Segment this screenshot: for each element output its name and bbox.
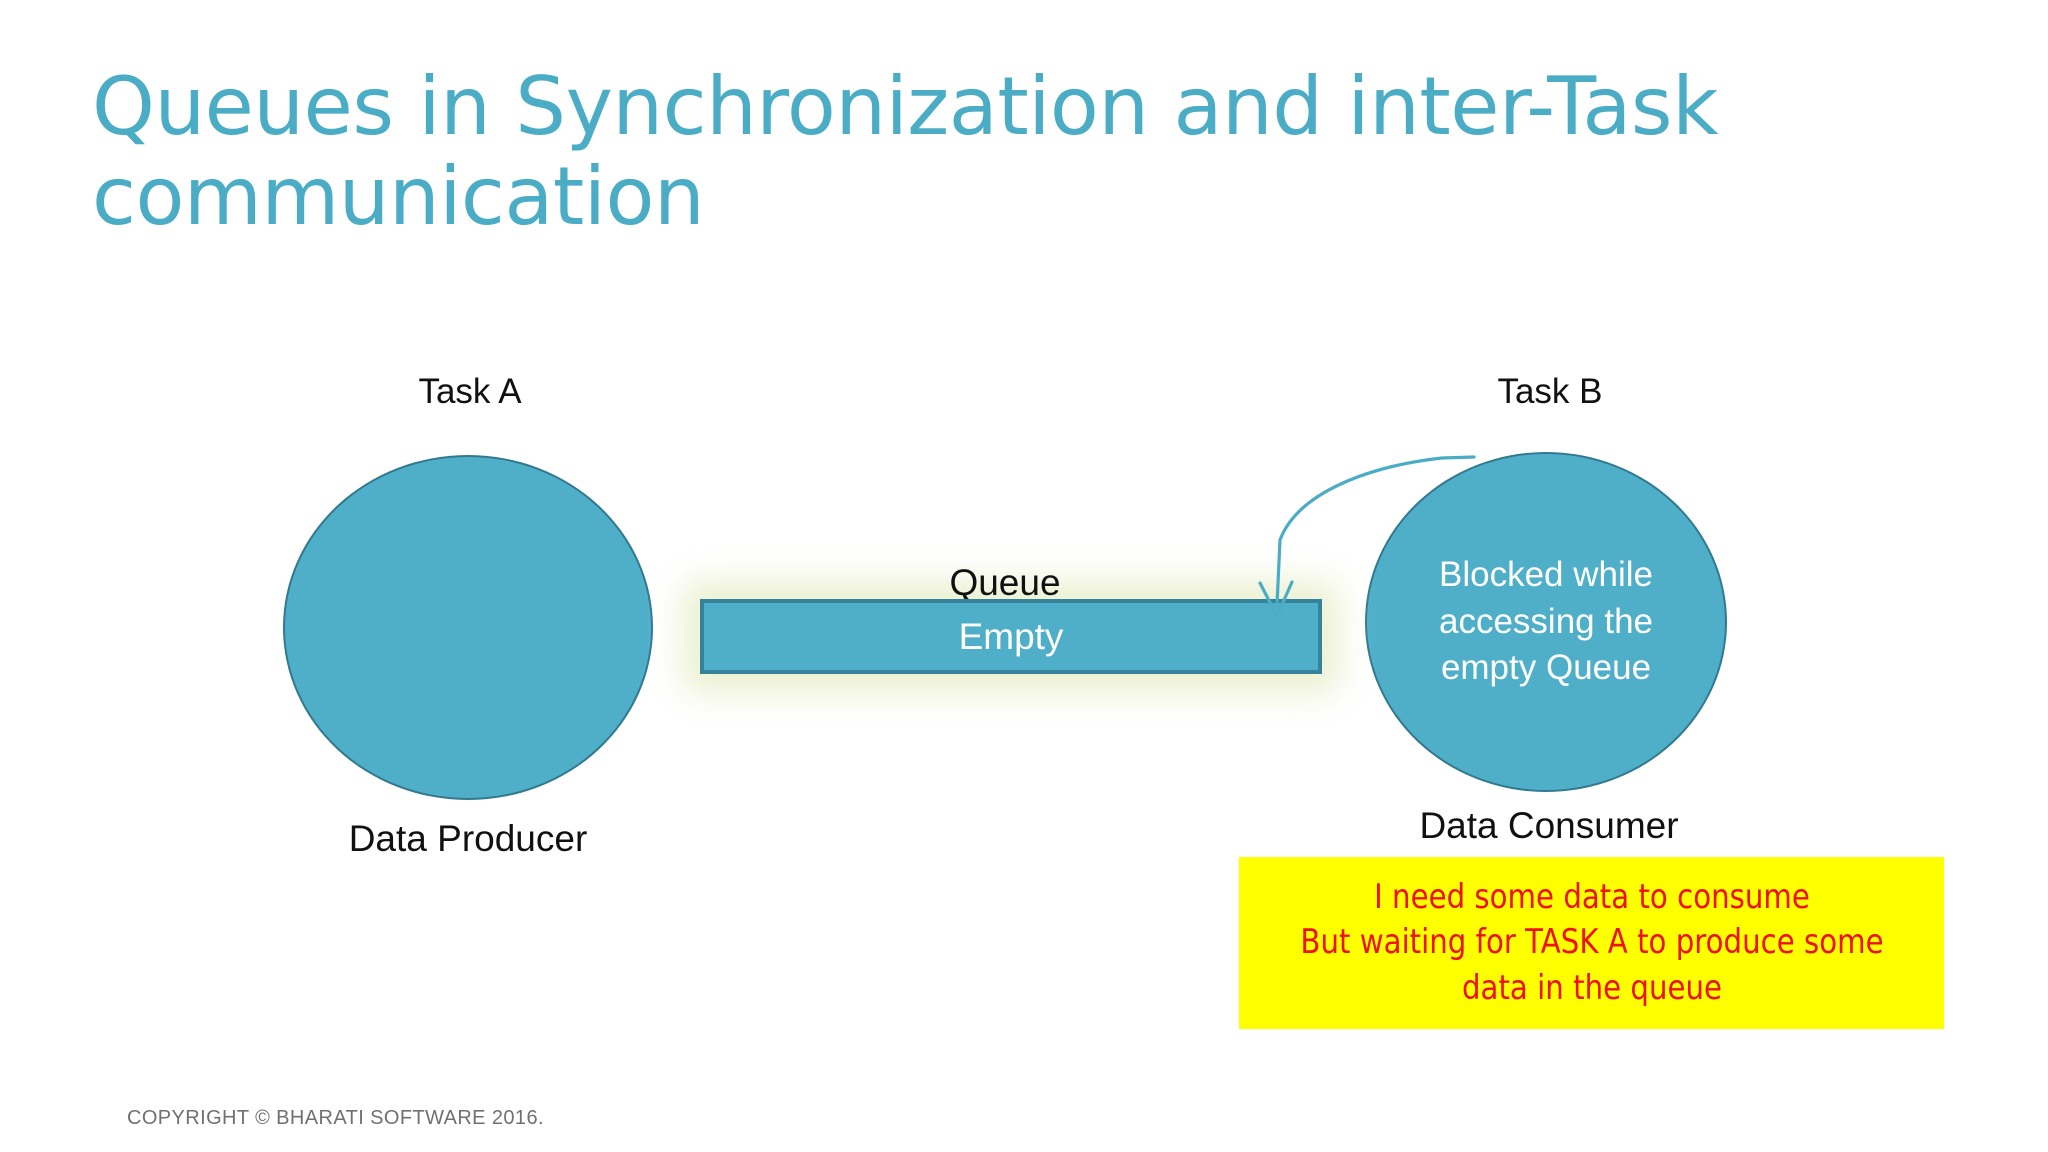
queue-state-text: Empty (958, 616, 1064, 657)
consumer-thought-callout: I need some data to consume But waiting … (1239, 857, 1944, 1029)
queue-caption: Queue (949, 562, 1061, 603)
task-a-circle (283, 455, 653, 800)
task-a-label: Task A (418, 372, 522, 411)
page-title: Queues in Synchronization and inter-Task… (92, 60, 1743, 243)
data-consumer-label: Data Consumer (1419, 805, 1679, 846)
queue-bar: Empty (700, 599, 1322, 674)
consumer-thought-text: I need some data to consume But waiting … (1299, 877, 1884, 1008)
task-b-label: Task B (1497, 372, 1603, 411)
copyright-footer: COPYRIGHT © BHARATI SOFTWARE 2016. (127, 1107, 544, 1129)
task-b-status-text: Blocked while accessing the empty Queue (1438, 555, 1654, 688)
task-b-circle: Blocked while accessing the empty Queue (1365, 452, 1727, 792)
data-producer-label: Data Producer (348, 818, 588, 859)
